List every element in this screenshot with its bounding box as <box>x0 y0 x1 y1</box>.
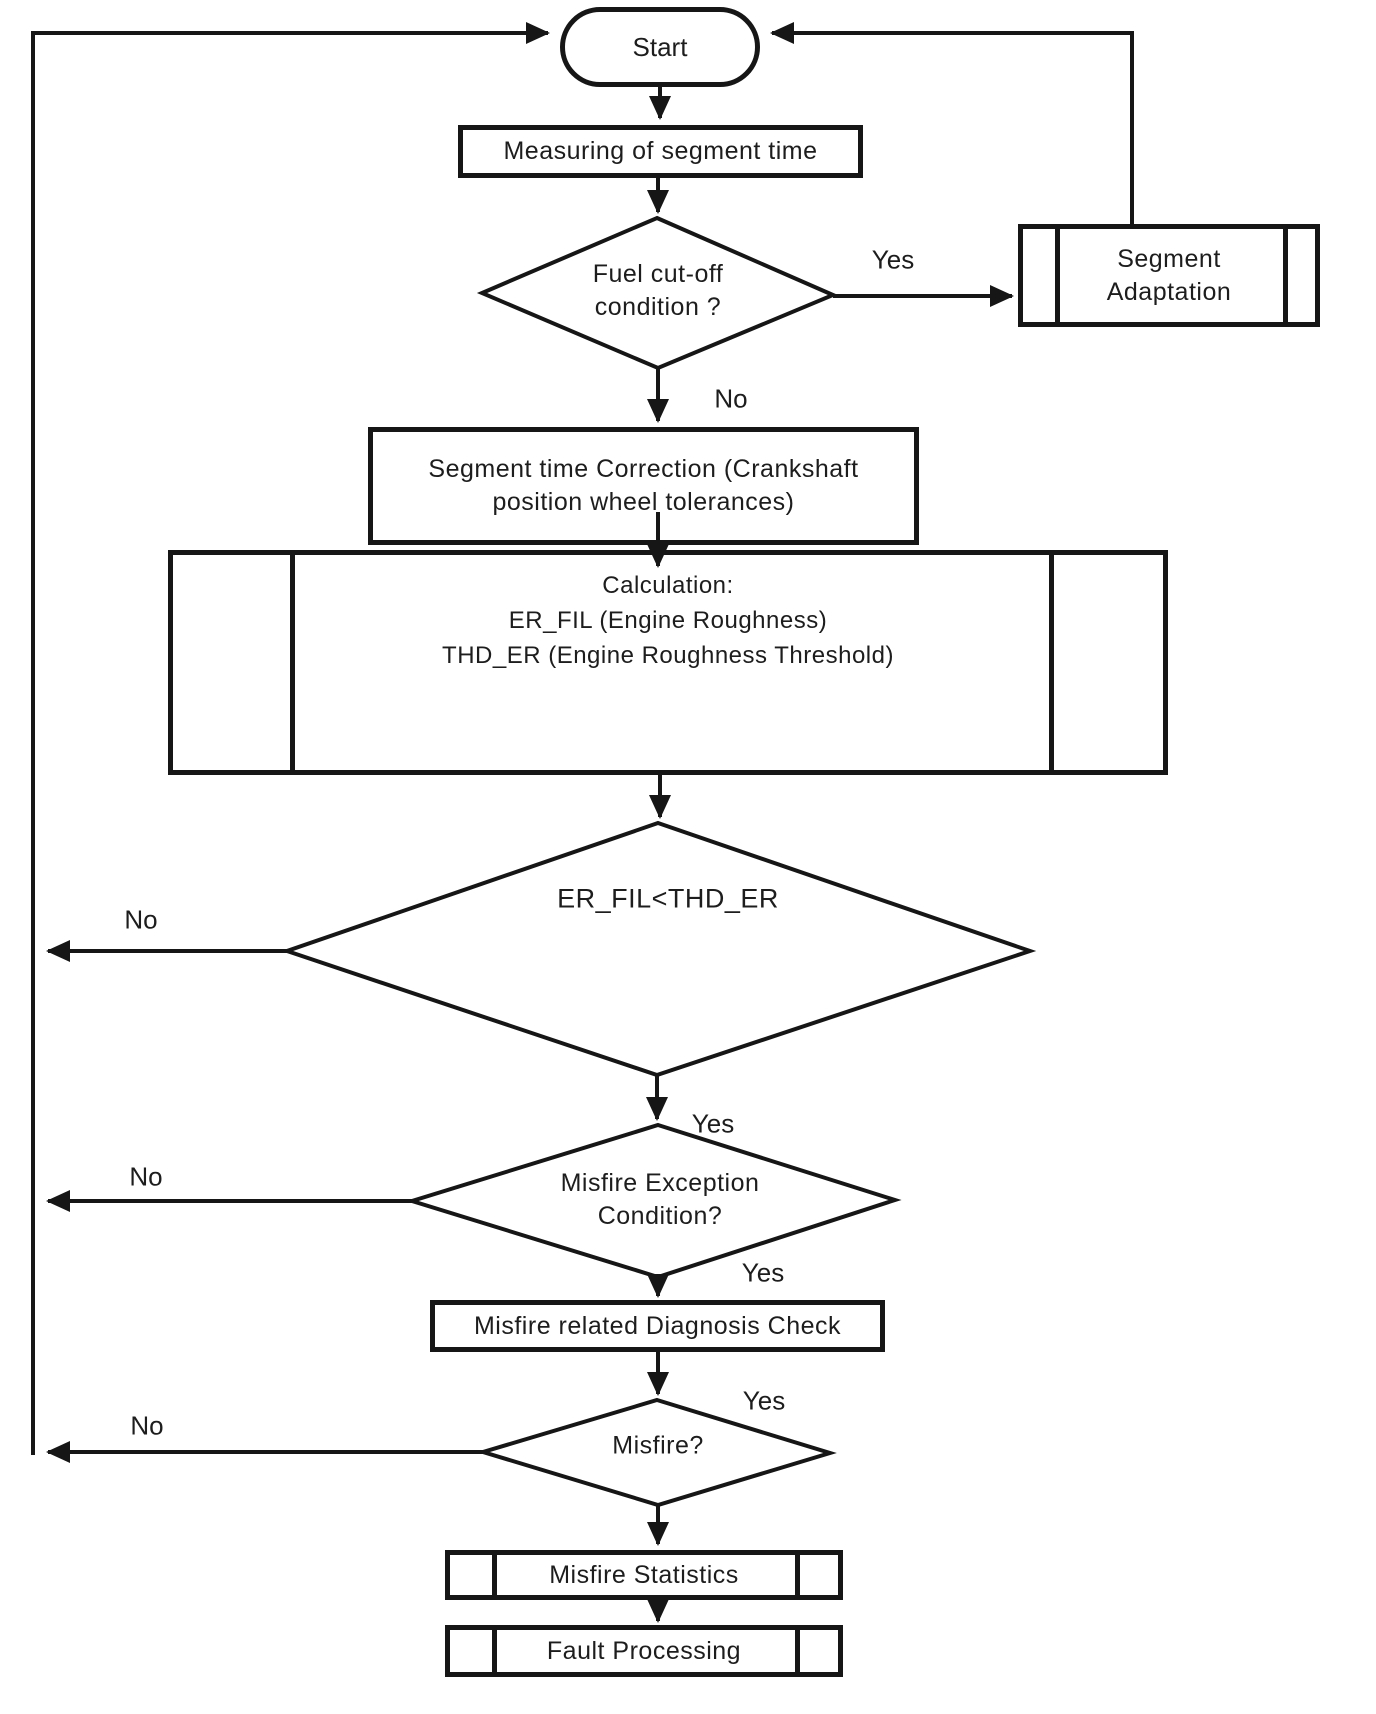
fuel-cutoff-yes-label: Yes <box>871 244 915 275</box>
fault-processing-box: Fault Processing <box>445 1625 843 1677</box>
statistics-right-double-line <box>795 1555 800 1595</box>
fault-processing-label: Fault Processing <box>546 1636 742 1665</box>
fuel-cutoff-label: Fuel cut-off condition ? <box>592 260 724 321</box>
misfire-diagnosis-check-label: Misfire related Diagnosis Check <box>473 1311 842 1340</box>
adaptation-right-double-line <box>1283 229 1288 322</box>
misfire-no-label: No <box>130 1410 164 1441</box>
exception-no-label: No <box>129 1161 163 1192</box>
adaptation-left-double-line <box>1055 229 1060 322</box>
er-check-no-label: No <box>124 904 158 935</box>
er-threshold-label: ER_FIL<THD_ER <box>557 883 779 914</box>
misfire-label: Misfire? <box>612 1431 704 1460</box>
misfire-diagnosis-check-box: Misfire related Diagnosis Check <box>430 1300 885 1352</box>
misfire-exception-label: Misfire Exception Condition? <box>560 1169 760 1230</box>
measuring-segment-time-box: Measuring of segment time <box>458 125 863 178</box>
fuel-cutoff-no-label: No <box>714 383 748 414</box>
segment-adaptation-label: Segment Adaptation <box>1106 244 1232 306</box>
calculation-right-double-line <box>1049 555 1054 770</box>
fault-left-double-line <box>492 1630 497 1672</box>
calculation-label: Calculation: ER_FIL (Engine Roughness) T… <box>442 572 894 669</box>
measuring-segment-time-label: Measuring of segment time <box>503 137 818 165</box>
calculation-left-double-line <box>290 555 295 770</box>
misfire-statistics-label: Misfire Statistics <box>549 1560 739 1589</box>
er-threshold-diamond <box>280 820 1037 1078</box>
segment-time-correction-box: Segment time Correction (Crankshaft posi… <box>368 427 919 545</box>
calculation-box: Calculation: ER_FIL (Engine Roughness) T… <box>168 550 1168 775</box>
segment-time-correction-label: Segment time Correction (Crankshaft posi… <box>428 455 859 516</box>
start-label: Start <box>632 31 688 62</box>
er-check-yes-label: Yes <box>691 1108 735 1139</box>
segment-adaptation-box: Segment Adaptation <box>1018 224 1320 327</box>
misfire-statistics-box: Misfire Statistics <box>445 1550 843 1600</box>
statistics-left-double-line <box>492 1555 497 1595</box>
fault-right-double-line <box>795 1630 800 1672</box>
exception-yes-label: Yes <box>741 1257 785 1288</box>
start-node: Start <box>560 7 760 87</box>
misfire-yes-label: Yes <box>742 1385 786 1416</box>
